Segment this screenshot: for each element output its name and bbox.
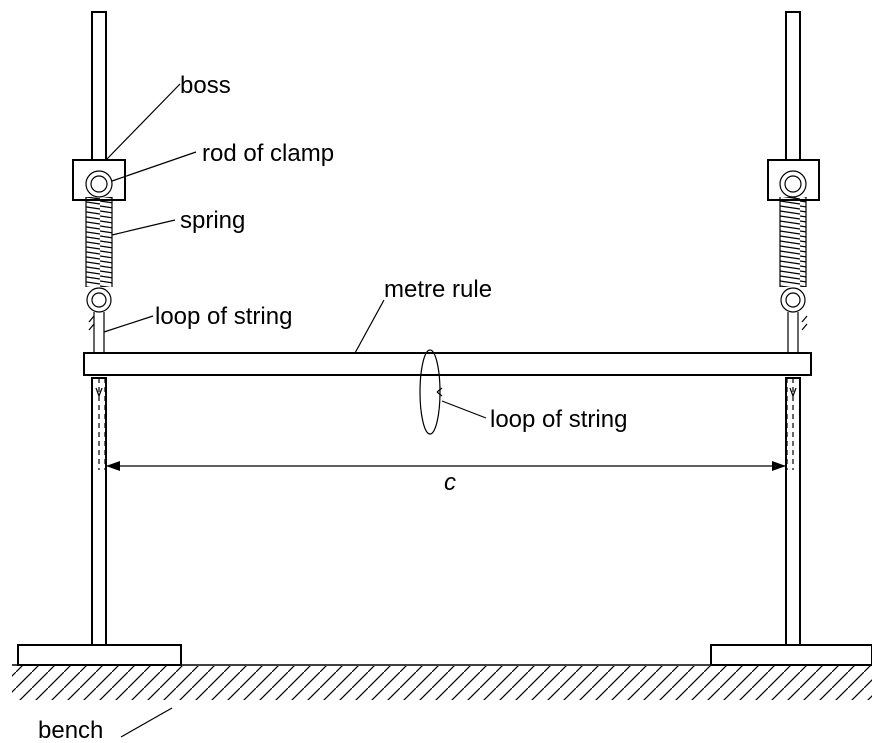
dimension-c bbox=[106, 461, 786, 471]
right-boss bbox=[767, 159, 820, 201]
label-bench: bench bbox=[38, 717, 103, 743]
label-metre-rule: metre rule bbox=[384, 276, 492, 303]
leader-metre-rule bbox=[354, 299, 385, 354]
left-stand-rod-upper bbox=[91, 11, 107, 166]
right-stand bbox=[710, 11, 872, 666]
right-stand-rod-upper bbox=[785, 11, 801, 166]
left-spring-hook bbox=[86, 287, 112, 313]
left-spring bbox=[85, 197, 113, 287]
label-loop-of-string-middle: loop of string bbox=[490, 406, 627, 433]
left-stand bbox=[17, 11, 182, 666]
right-spring-hook bbox=[780, 287, 806, 313]
label-boss: boss bbox=[180, 72, 231, 99]
leader-loop-of-string-top bbox=[103, 315, 154, 333]
label-loop-of-string-top: loop of string bbox=[155, 303, 292, 330]
left-stand-base bbox=[17, 644, 182, 666]
label-spring: spring bbox=[180, 207, 245, 234]
leader-loop-of-string-middle bbox=[441, 400, 487, 419]
left-boss bbox=[72, 159, 126, 201]
right-loop-of-string bbox=[786, 312, 808, 470]
leader-bench bbox=[120, 707, 173, 738]
leader-rod-of-clamp bbox=[111, 151, 197, 182]
label-rod-of-clamp: rod of clamp bbox=[202, 140, 334, 167]
leader-spring bbox=[111, 219, 176, 236]
middle-loop-of-string bbox=[419, 349, 443, 435]
right-spring bbox=[779, 197, 807, 287]
leader-lines bbox=[103, 83, 487, 738]
leader-boss bbox=[105, 83, 181, 161]
bench bbox=[12, 664, 872, 700]
label-distance-c: c bbox=[444, 469, 456, 496]
right-stand-base bbox=[710, 644, 872, 666]
metre-rule bbox=[83, 352, 812, 376]
